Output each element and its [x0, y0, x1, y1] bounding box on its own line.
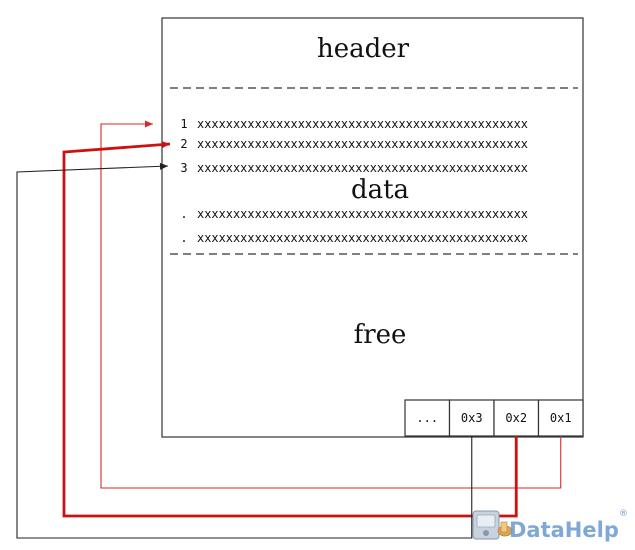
row-content: xxxxxxxxxxxxxxxxxxxxxxxxxxxxxxxxxxxxxxxx…	[197, 161, 528, 175]
pointer-arrowhead	[161, 141, 170, 149]
data-row: . xxxxxxxxxxxxxxxxxxxxxxxxxxxxxxxxxxxxxxx…	[180, 231, 528, 245]
data-rows: 1 xxxxxxxxxxxxxxxxxxxxxxxxxxxxxxxxxxxxxxx…	[180, 117, 528, 245]
logo-text: DataHelp	[509, 518, 619, 542]
row-content: xxxxxxxxxxxxxxxxxxxxxxxxxxxxxxxxxxxxxxxx…	[197, 231, 528, 245]
row-number: .	[180, 231, 187, 245]
data-row: . xxxxxxxxxxxxxxxxxxxxxxxxxxxxxxxxxxxxxxx…	[180, 207, 528, 221]
slot-cell: 0x3	[448, 399, 495, 437]
row-content: xxxxxxxxxxxxxxxxxxxxxxxxxxxxxxxxxxxxxxxx…	[197, 117, 528, 131]
pointer-arrowhead	[159, 162, 168, 170]
row-number: 3	[180, 161, 187, 175]
row-number: 1	[180, 117, 187, 131]
slot-label: 0x2	[505, 411, 527, 425]
header-label: header	[317, 34, 410, 64]
pointer-path	[16, 165, 473, 539]
datahelp-logo: DataHelp ®	[472, 509, 628, 542]
pointer-line	[100, 120, 562, 489]
pointer-line	[16, 162, 473, 539]
row-content: xxxxxxxxxxxxxxxxxxxxxxxxxxxxxxxxxxxxxxxx…	[197, 207, 528, 221]
slot-cell: ...	[404, 399, 451, 437]
slot-cell: 0x2	[493, 399, 540, 437]
slot-box	[537, 399, 584, 437]
logo-registered-mark: ®	[619, 509, 628, 519]
pointer-path	[100, 123, 562, 489]
data-row: 1 xxxxxxxxxxxxxxxxxxxxxxxxxxxxxxxxxxxxxxx…	[180, 117, 528, 131]
pointer-arrowhead	[145, 120, 153, 128]
slot-array: ... 0x3 0x2 0x1	[404, 399, 584, 437]
drive-icon	[472, 510, 513, 540]
pointer-line	[62, 141, 518, 518]
slot-label: 0x3	[461, 411, 483, 425]
slot-cell: 0x1	[537, 399, 584, 437]
row-number: 2	[180, 137, 187, 151]
data-label: data	[351, 175, 409, 205]
slot-label: 0x1	[550, 411, 572, 425]
pointer-path	[62, 142, 518, 518]
data-row: 3 xxxxxxxxxxxxxxxxxxxxxxxxxxxxxxxxxxxxxxx…	[180, 161, 528, 175]
slot-box	[404, 399, 451, 437]
free-label: free	[354, 320, 407, 350]
slot-label: ...	[416, 411, 438, 425]
slot-box	[448, 399, 495, 437]
row-content: xxxxxxxxxxxxxxxxxxxxxxxxxxxxxxxxxxxxxxxx…	[197, 137, 528, 151]
slot-pointers	[16, 120, 562, 539]
page-box	[161, 17, 584, 438]
data-row: 2 xxxxxxxxxxxxxxxxxxxxxxxxxxxxxxxxxxxxxxx…	[180, 137, 528, 151]
row-number: .	[180, 207, 187, 221]
